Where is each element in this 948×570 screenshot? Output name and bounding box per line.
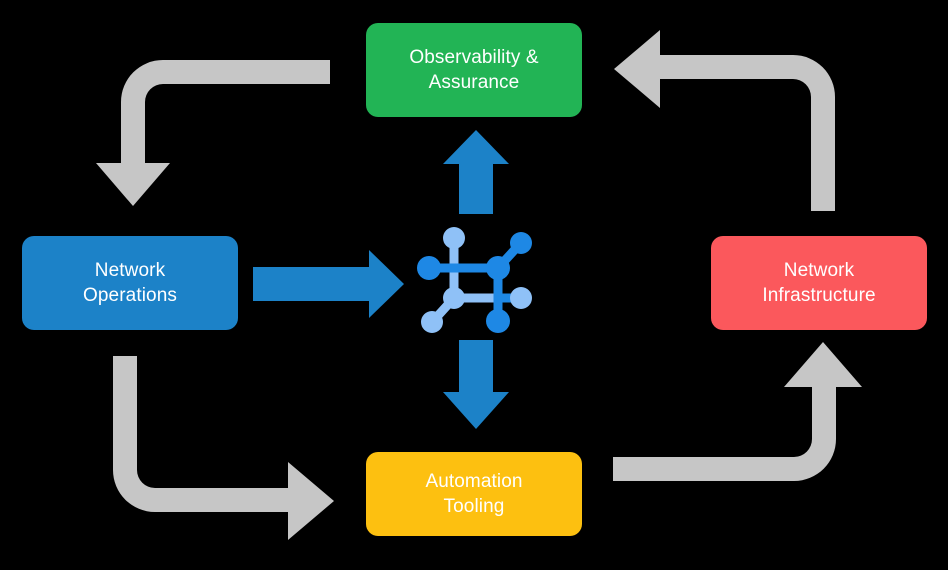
node-network-operations[interactable]: Network Operations xyxy=(22,236,238,330)
topology-node xyxy=(417,256,441,280)
topology-node xyxy=(510,287,532,309)
topology-node xyxy=(421,311,443,333)
node-infrastructure-label: Network Infrastructure xyxy=(762,259,876,306)
network-topology-icon xyxy=(417,227,532,333)
topology-node xyxy=(486,256,510,280)
node-automation-label: Automation Tooling xyxy=(425,470,523,517)
node-observability-label: Observability & Assurance xyxy=(409,46,539,93)
connector-gray-bottom-left[interactable] xyxy=(113,356,334,540)
connector-gray-top-left[interactable] xyxy=(96,60,330,206)
node-operations-label: Network Operations xyxy=(83,259,177,306)
connector-blue-right[interactable] xyxy=(253,250,404,318)
topology-node xyxy=(510,232,532,254)
topology-node xyxy=(443,287,465,309)
connector-blue-down[interactable] xyxy=(443,340,509,429)
connector-blue-up[interactable] xyxy=(443,130,509,214)
topology-node xyxy=(486,309,510,333)
connector-gray-bottom-right[interactable] xyxy=(613,342,862,481)
node-network-infrastructure[interactable]: Network Infrastructure xyxy=(711,236,927,330)
connector-gray-top-right[interactable] xyxy=(614,30,835,211)
node-observability-assurance[interactable]: Observability & Assurance xyxy=(366,23,582,117)
node-automation-tooling[interactable]: Automation Tooling xyxy=(366,452,582,536)
topology-node xyxy=(443,227,465,249)
